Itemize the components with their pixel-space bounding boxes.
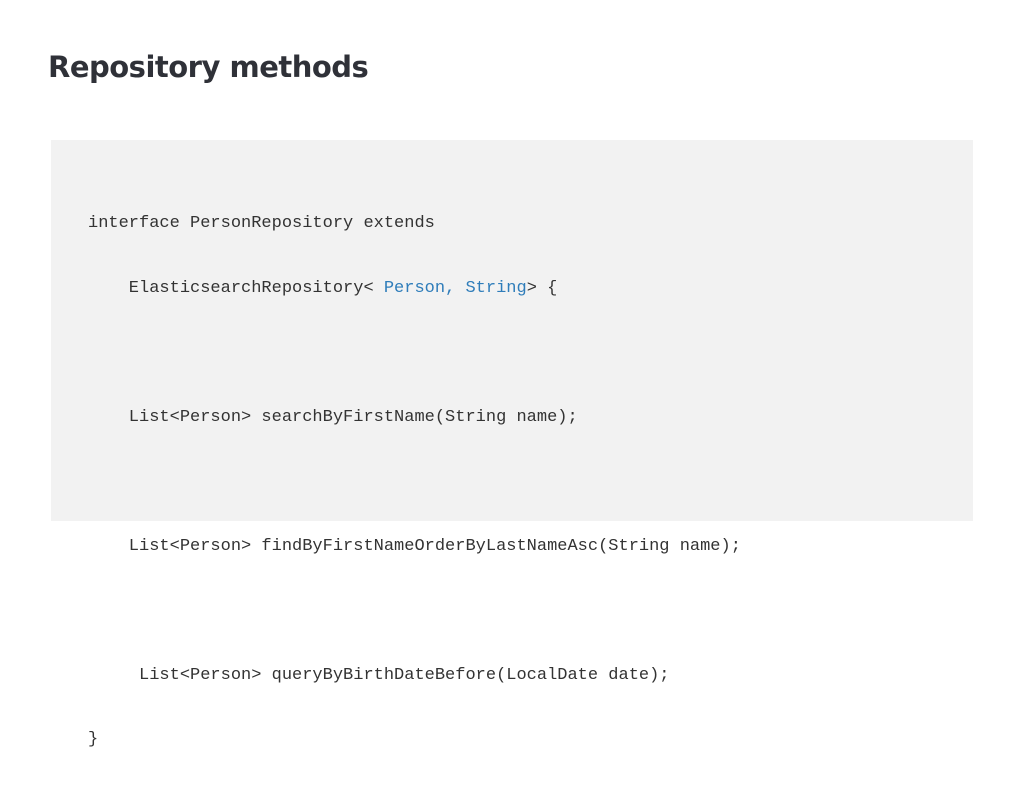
code-line-2: ElasticsearchRepository< Person, String>… xyxy=(88,278,741,300)
code-line-5 xyxy=(88,471,741,493)
code-listing: interface PersonRepository extends Elast… xyxy=(88,170,741,794)
code-type-params: Person, String xyxy=(383,278,527,298)
code-line-2-prefix: ElasticsearchRepository< xyxy=(88,278,384,298)
code-line-9: } xyxy=(88,730,99,749)
code-line-2-suffix: > { xyxy=(526,278,558,298)
code-line-3 xyxy=(88,342,741,364)
code-line-7 xyxy=(88,600,741,622)
code-block: interface PersonRepository extends Elast… xyxy=(51,140,973,749)
code-line-6: List<Person> findByFirstNameOrderByLastN… xyxy=(88,536,741,556)
slide-title: Repository methods xyxy=(48,50,369,84)
code-line-1: interface PersonRepository extends xyxy=(88,214,435,233)
code-line-4: List<Person> searchByFirstName(String na… xyxy=(88,407,578,427)
code-line-8: List<Person> queryByBirthDateBefore(Loca… xyxy=(88,665,670,685)
